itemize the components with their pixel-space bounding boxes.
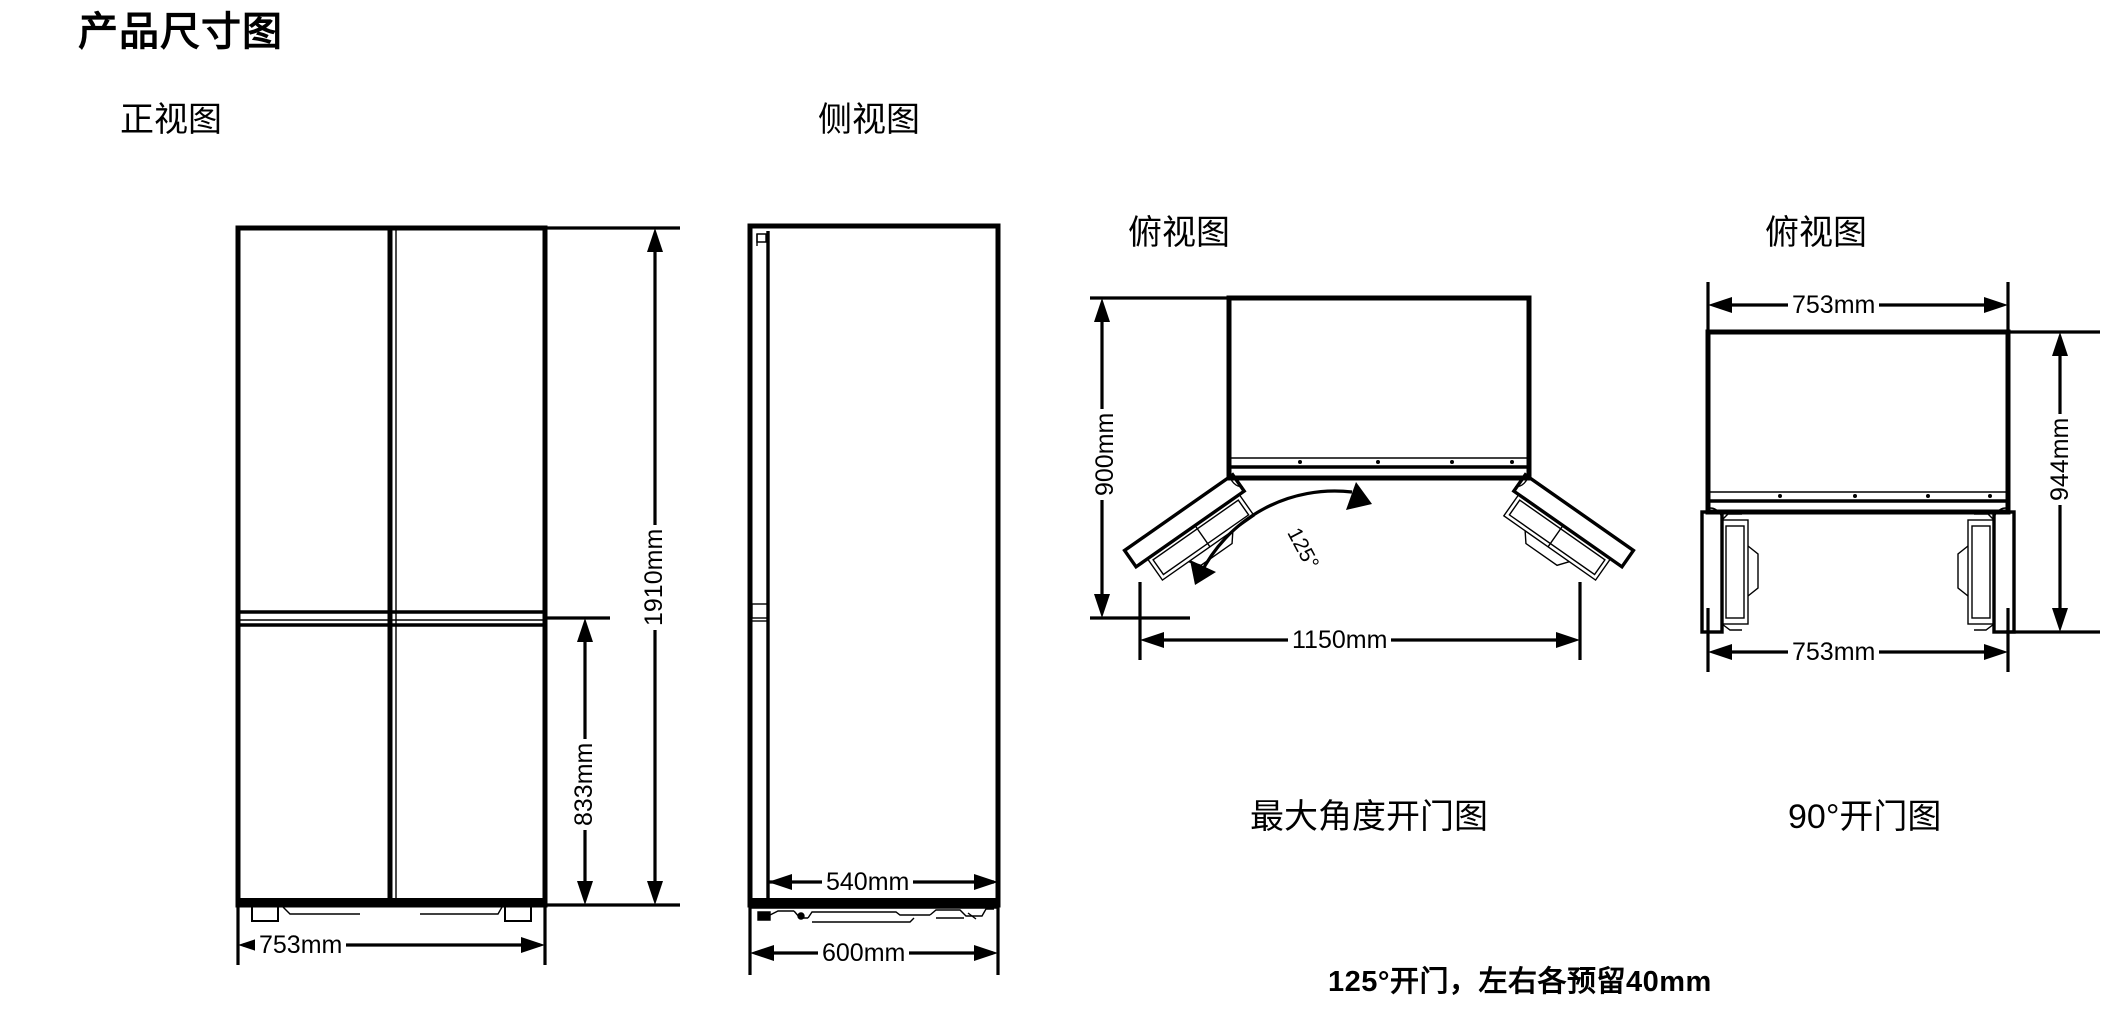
side-total-depth-dimension: 600mm	[818, 941, 910, 966]
side-view-label: 侧视图	[818, 101, 920, 139]
top-view-90-label: 俯视图	[1765, 214, 1867, 252]
front-view-label: 正视图	[120, 101, 222, 139]
footnote-clearance: 125°开门，左右各预留40mm	[1328, 966, 1712, 998]
side-view-drawing	[747, 223, 1001, 975]
top-view-90-drawing	[1700, 282, 2100, 672]
side-cabinet-depth-dimension: 540mm	[822, 870, 914, 895]
top-view-max-angle-drawing	[1090, 295, 1636, 660]
top-max-angle-caption: 最大角度开门图	[1250, 798, 1488, 836]
front-width-dimension: 753mm	[255, 933, 347, 958]
front-view-drawing	[235, 225, 680, 965]
top-90-width-bottom-dimension: 753mm	[1788, 640, 1880, 665]
front-lower-height-dimension: 833mm	[570, 738, 598, 830]
front-total-height-dimension: 1910mm	[640, 524, 668, 630]
top-90-caption: 90°开门图	[1788, 798, 1942, 836]
page-title: 产品尺寸图	[78, 10, 283, 54]
top-90-depth-dimension: 944mm	[2046, 413, 2074, 505]
top-max-angle-width-dimension: 1150mm	[1288, 628, 1392, 653]
top-view-max-angle-label: 俯视图	[1128, 214, 1230, 252]
top-90-width-top-dimension: 753mm	[1788, 293, 1880, 318]
top-max-angle-depth-dimension: 900mm	[1091, 408, 1119, 500]
